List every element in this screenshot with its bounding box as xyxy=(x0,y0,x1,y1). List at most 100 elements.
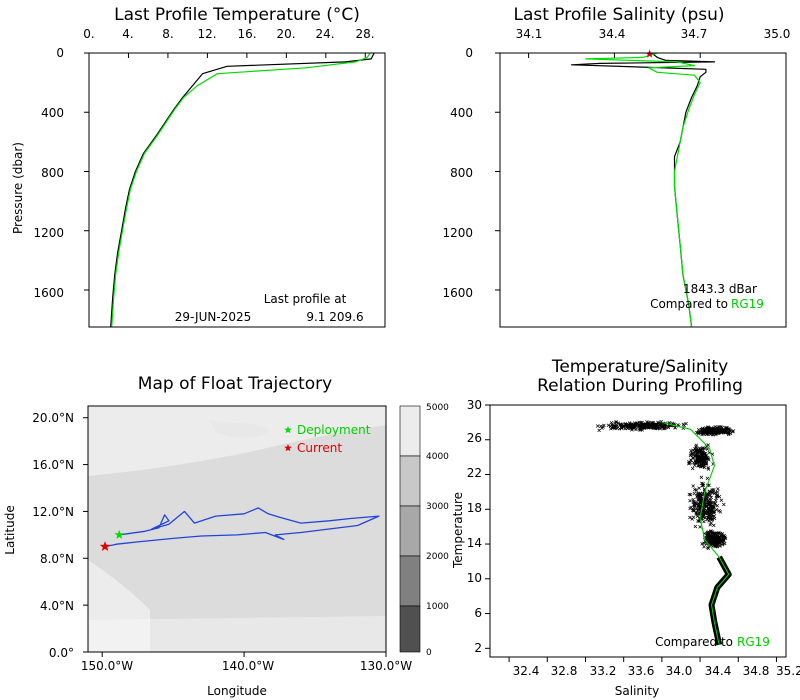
salinity-panel: Last Profile Salinity (psu) 34.1 34.4 34… xyxy=(442,5,790,328)
ts-point xyxy=(712,491,717,496)
map-trajectory-line xyxy=(104,507,380,548)
ts-annotation-ref: RG19 xyxy=(737,635,770,649)
temperature-x-tick: 24. xyxy=(315,27,334,41)
map-legend-deployment: Deployment xyxy=(297,423,371,437)
ts-point xyxy=(704,497,709,501)
ts-title-line2: Relation During Profiling xyxy=(537,376,743,396)
ts-point xyxy=(634,427,638,432)
ts-point xyxy=(712,514,716,518)
ts-point xyxy=(705,455,710,460)
ts-point xyxy=(651,425,655,429)
ts-point xyxy=(715,503,719,508)
temperature-x-tick: 28. xyxy=(355,27,374,41)
ts-point xyxy=(703,516,707,520)
temperature-y-tick: 1200 xyxy=(33,226,64,240)
map-x-tick: 150.0°W xyxy=(81,659,133,673)
ts-point xyxy=(709,531,714,536)
temperature-y-tick: 0 xyxy=(56,46,64,60)
salinity-x-tick: 34.7 xyxy=(681,27,708,41)
ts-point xyxy=(727,432,731,437)
salinity-series-line xyxy=(585,52,701,328)
ts-point xyxy=(639,425,644,429)
colorbar-swatch xyxy=(399,605,421,653)
ts-point xyxy=(697,508,702,512)
salinity-annotation-compare: Compared to xyxy=(650,297,728,311)
temperature-panel: Last Profile Temperature (°C) 0. 4. 8. 1… xyxy=(11,5,386,328)
ts-point xyxy=(700,462,704,467)
map-x-tick: 140.0°W xyxy=(222,659,274,673)
ts-point xyxy=(691,453,695,457)
ts-point xyxy=(711,537,715,542)
ts-point xyxy=(702,544,706,549)
temperature-x-tick: 12. xyxy=(197,27,216,41)
salinity-y-tick: 1200 xyxy=(442,226,473,240)
ts-point xyxy=(716,539,720,544)
ts-x-tick: 34.0 xyxy=(666,664,693,678)
ts-title-line1: Temperature/Salinity xyxy=(551,357,728,377)
ts-point xyxy=(618,423,623,427)
ts-point xyxy=(706,516,710,520)
ts-point xyxy=(710,500,714,505)
temperature-annotation-coords: 9.1 209.6 xyxy=(306,310,363,324)
colorbar-tick: 4000 xyxy=(426,452,449,462)
ts-point xyxy=(691,484,695,488)
ts-point xyxy=(666,425,670,429)
ts-point xyxy=(703,459,708,464)
ts-point xyxy=(719,425,723,429)
ts-point xyxy=(704,432,709,437)
ts-point xyxy=(710,429,714,433)
ts-point xyxy=(722,502,726,507)
temperature-x-tick: 20. xyxy=(276,27,295,41)
ts-point xyxy=(617,427,622,431)
ts-point xyxy=(700,426,705,431)
temperature-plot-frame xyxy=(88,52,386,328)
map-title: Map of Float Trajectory xyxy=(138,374,332,394)
ts-x-tick: 35.2 xyxy=(776,664,800,678)
ts-panel: Temperature/Salinity Relation During Pro… xyxy=(451,357,800,698)
ts-point xyxy=(697,463,702,468)
ts-point xyxy=(688,499,692,503)
ts-point xyxy=(695,430,699,435)
salinity-x-tick: 34.1 xyxy=(516,27,543,41)
ts-point xyxy=(701,448,706,452)
ts-point xyxy=(694,512,699,516)
ts-y-tick: 18 xyxy=(467,501,482,515)
salinity-current-marker xyxy=(645,49,654,58)
ts-y-tick: 6 xyxy=(474,606,482,620)
ts-tick-marks xyxy=(485,404,777,662)
map-bathymetry-shallow xyxy=(88,406,386,476)
ts-point xyxy=(706,533,711,538)
ts-point xyxy=(706,426,711,431)
ts-point xyxy=(602,423,606,428)
colorbar-swatch xyxy=(399,555,421,607)
map-legend-deployment-icon xyxy=(284,426,292,434)
map-x-tick: 130.0°W xyxy=(360,659,412,673)
map-bathymetry-shallow xyxy=(88,616,386,652)
ts-point xyxy=(691,448,695,453)
salinity-y-ticks: 0 400 800 1200 1600 xyxy=(442,46,473,300)
ts-point xyxy=(706,545,710,550)
ts-x-tick: 34.8 xyxy=(743,664,770,678)
map-tick-marks xyxy=(83,417,387,657)
ts-point xyxy=(689,505,693,509)
ts-point xyxy=(613,426,617,431)
ts-point xyxy=(690,466,695,471)
ts-point xyxy=(700,458,704,462)
ts-point xyxy=(702,519,706,524)
map-plot-frame xyxy=(87,405,387,653)
ts-point xyxy=(648,423,652,427)
ts-point xyxy=(699,498,703,502)
temperature-annotation-line1: Last profile at xyxy=(264,292,347,306)
ts-point xyxy=(700,483,705,488)
temperature-annotation-date: 29-JUN-2025 xyxy=(175,310,251,324)
ts-scatter-points xyxy=(595,419,735,646)
map-y-tick: 8.0°N xyxy=(40,552,74,566)
salinity-title: Last Profile Salinity (psu) xyxy=(513,5,724,25)
temperature-y-label: Pressure (dbar) xyxy=(11,142,25,234)
temperature-x-tick: 0. xyxy=(83,27,94,41)
ts-point xyxy=(705,495,710,499)
ts-point xyxy=(705,536,709,540)
colorbar-swatch xyxy=(399,405,421,457)
ts-y-tick: 22 xyxy=(467,466,482,480)
